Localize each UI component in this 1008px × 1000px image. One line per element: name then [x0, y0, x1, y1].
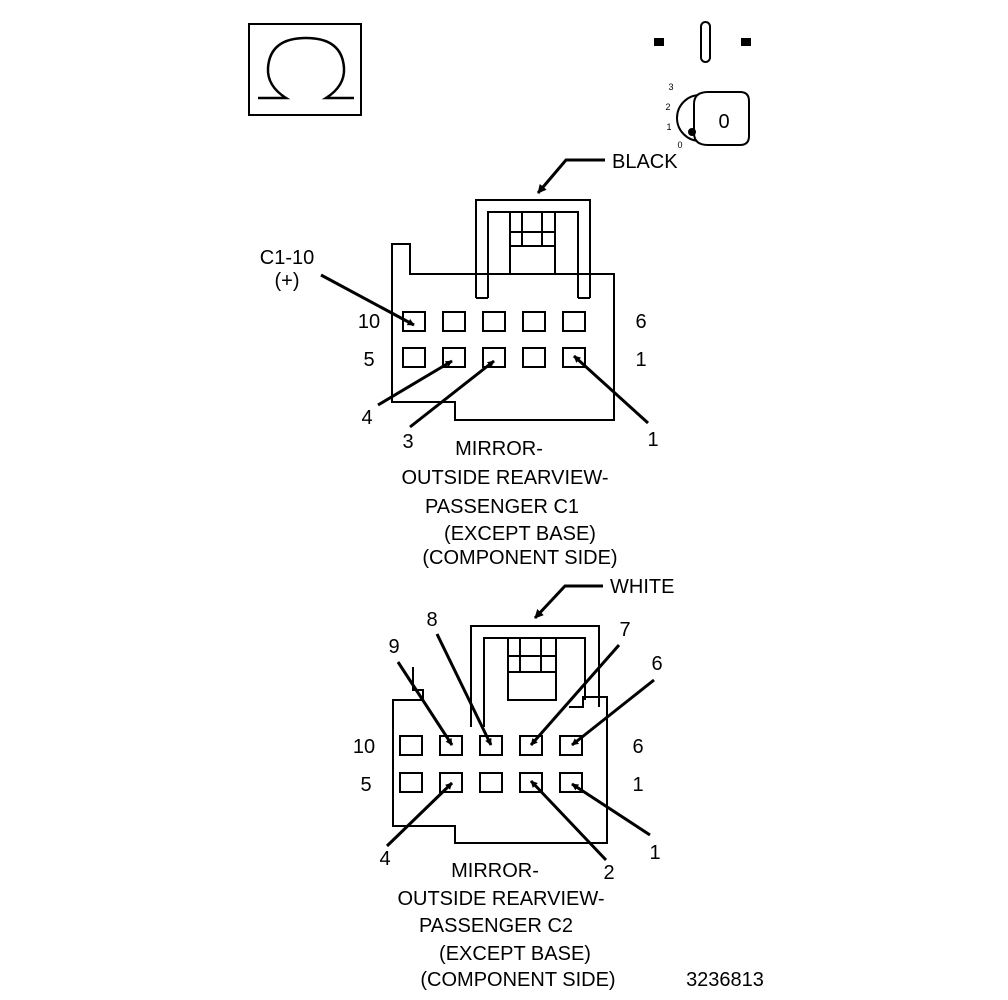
- c2-leader-9: [396, 661, 454, 746]
- c2-leader-6: [571, 678, 655, 747]
- c1-cavity-6: [562, 311, 586, 332]
- c2-housing: [392, 667, 608, 844]
- c2-callout-6: 6: [651, 653, 662, 675]
- c1-housing: [391, 243, 615, 421]
- c1-cavity-5: [402, 347, 426, 368]
- ignition-position-1: 1: [666, 122, 671, 132]
- c2-cavity-4: [439, 772, 463, 793]
- c2-leader-4: [385, 781, 454, 848]
- c1-leader-1: [572, 354, 650, 425]
- c1-row-top-right: 6: [635, 311, 646, 333]
- c1-cavity-9: [442, 311, 466, 332]
- figure-number: 3236813: [686, 969, 764, 991]
- c2-color-label: WHITE: [610, 576, 674, 598]
- c1-cavity-4: [442, 347, 466, 368]
- c2-callout-8: 8: [426, 609, 437, 631]
- c2-title-line-3: PASSENGER C2: [419, 915, 573, 937]
- ohm-resistance-meter-icon: [248, 23, 362, 116]
- c1-callout-1: 1: [647, 429, 658, 451]
- c1-leader-3: [409, 359, 495, 429]
- c2-cavity-8: [479, 735, 503, 756]
- c2-title-line-4: (EXCEPT BASE): [439, 943, 591, 965]
- c2-cavity-10: [399, 735, 423, 756]
- c2-row-bottom-left: 5: [360, 774, 371, 796]
- c2-callout-7: 7: [619, 619, 630, 641]
- c2-cavity-6: [559, 735, 583, 756]
- c1-cavity-3: [482, 347, 506, 368]
- c1-row-bottom-right: 1: [635, 349, 646, 371]
- c2-leader-1: [571, 782, 651, 837]
- c2-callout-9: 9: [388, 636, 399, 658]
- c1-cavity-8: [482, 311, 506, 332]
- c1-title-line-3: PASSENGER C1: [425, 496, 579, 518]
- ignition-key-label: 0: [718, 111, 729, 133]
- c2-title-line-1: MIRROR-: [451, 860, 539, 882]
- connector-c2: WHITE 10 6 5 1 9 8: [353, 576, 675, 991]
- c1-title-line-2: OUTSIDE REARVIEW-: [401, 467, 608, 489]
- c2-title-line-5: (COMPONENT SIDE): [420, 969, 615, 991]
- c2-title-line-2: OUTSIDE REARVIEW-: [397, 888, 604, 910]
- c2-row-top-left: 10: [353, 736, 375, 758]
- ignition-position-2: 2: [665, 102, 670, 112]
- c2-callout-4: 4: [379, 848, 390, 870]
- ignition-position-3: 3: [668, 82, 673, 92]
- c1-cavity-1: [562, 347, 586, 368]
- c1-color-label: BLACK: [612, 151, 678, 173]
- ignition-key-off-icon: 3 2 1 0 0: [654, 21, 751, 150]
- ignition-position-0: 0: [677, 140, 682, 150]
- c2-leader-7: [529, 644, 621, 746]
- c1-leader-10: [320, 273, 415, 327]
- c1-cavity-7: [522, 311, 546, 332]
- c1-cavity-2: [522, 347, 546, 368]
- c1-title-line-5: (COMPONENT SIDE): [422, 547, 617, 569]
- c1-pin-callout-sign: (+): [275, 270, 300, 292]
- connector-c1: BLACK 10 6 5 1: [260, 151, 678, 569]
- c2-leader-8: [435, 633, 493, 746]
- c1-title-line-1: MIRROR-: [455, 438, 543, 460]
- c2-cavity-9: [439, 735, 463, 756]
- c2-callout-1: 1: [649, 842, 660, 864]
- c2-cavity-7: [519, 735, 543, 756]
- c2-cavity-5: [399, 772, 423, 793]
- c2-cavity-2: [519, 772, 543, 793]
- c2-callout-2: 2: [603, 862, 614, 884]
- c1-callout-3: 3: [402, 431, 413, 453]
- c2-leader-2: [529, 779, 608, 862]
- c1-latch: [475, 199, 591, 299]
- c1-callout-4: 4: [361, 407, 372, 429]
- c2-cavity-1: [559, 772, 583, 793]
- c1-row-bottom-left: 5: [363, 349, 374, 371]
- c2-latch: [470, 625, 600, 727]
- c2-row-bottom-right: 1: [632, 774, 643, 796]
- c2-cavity-3: [479, 772, 503, 793]
- c1-leader-4: [377, 359, 453, 407]
- c1-pin-callout: C1-10: [260, 247, 314, 269]
- c1-cavity-10: [402, 311, 426, 332]
- c1-row-top-left: 10: [358, 311, 380, 333]
- c1-title-line-4: (EXCEPT BASE): [444, 523, 596, 545]
- c2-row-top-right: 6: [632, 736, 643, 758]
